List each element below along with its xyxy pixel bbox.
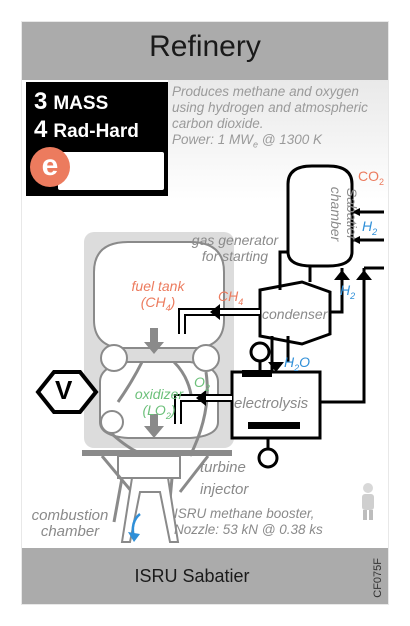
sphere-left-bot xyxy=(100,410,124,434)
co2-label: CO2 xyxy=(358,168,385,187)
turbine-label: turbine xyxy=(200,459,246,476)
electric-type-icon: e xyxy=(30,147,70,187)
electrode-top xyxy=(242,370,272,377)
engine-plate xyxy=(82,450,232,456)
terminal-bottom xyxy=(257,447,279,469)
card-code: CF075F xyxy=(372,558,384,598)
radhard-label: Rad-Hard xyxy=(53,121,139,142)
v-badge-text: V xyxy=(55,375,73,405)
sphere-left-top xyxy=(100,344,128,372)
description: Produces methane and oxygen using hydrog… xyxy=(172,84,386,153)
h2o-label: H2O xyxy=(284,354,311,373)
ox-arrow xyxy=(144,414,164,438)
sphere-right-top xyxy=(192,344,220,372)
injector-label: injector xyxy=(200,481,249,498)
fuel-tank xyxy=(93,241,225,349)
fuel-arrow xyxy=(144,328,164,354)
feed-lines xyxy=(110,360,209,458)
ch4-label: CH4 xyxy=(218,288,244,307)
piping xyxy=(270,210,384,404)
card-subtitle: ISRU Sabatier xyxy=(134,566,250,586)
desc-power: Power: 1 MWe @ 1300 K xyxy=(172,132,323,150)
oxidizer-label: oxidizer (LO2) xyxy=(134,386,184,421)
electrolysis-label: electrolysis xyxy=(234,395,309,412)
desc-line-2: using hydrogen and atmospheric xyxy=(172,100,368,115)
h2-right-label: H2 xyxy=(340,282,356,301)
fuel-tank-label: fuel tank (CH4) xyxy=(131,278,185,313)
radhard-value: 4 xyxy=(34,116,48,143)
type-box xyxy=(58,152,164,190)
diagram xyxy=(35,80,388,543)
card-title: Refinery xyxy=(149,30,261,63)
condenser xyxy=(258,280,332,346)
footer-bar: ISRU Sabatier CF075F xyxy=(22,548,388,604)
sabatier-chamber xyxy=(286,164,354,268)
astronaut-figure xyxy=(362,483,374,520)
engine-block xyxy=(117,455,181,479)
mass-label: MASS xyxy=(53,93,109,114)
terminal-top xyxy=(249,341,271,363)
v-badge-hex xyxy=(35,370,99,414)
h2-top-label: H2 xyxy=(362,218,378,237)
electrode-bottom xyxy=(248,422,300,429)
booster-label: ISRU methane booster,Nozzle: 53 kN @ 0.3… xyxy=(174,506,323,537)
engine-struts xyxy=(100,455,210,523)
desc-line-1: Produces methane and oxygen xyxy=(172,84,359,99)
o2-label: O2 xyxy=(194,374,210,393)
desc-line-3: carbon dioxide. xyxy=(172,116,264,131)
condenser-label: condenser xyxy=(262,306,328,322)
title-bar: Refinery xyxy=(22,22,388,80)
nozzle xyxy=(120,477,180,543)
mass-value: 3 xyxy=(34,88,48,115)
